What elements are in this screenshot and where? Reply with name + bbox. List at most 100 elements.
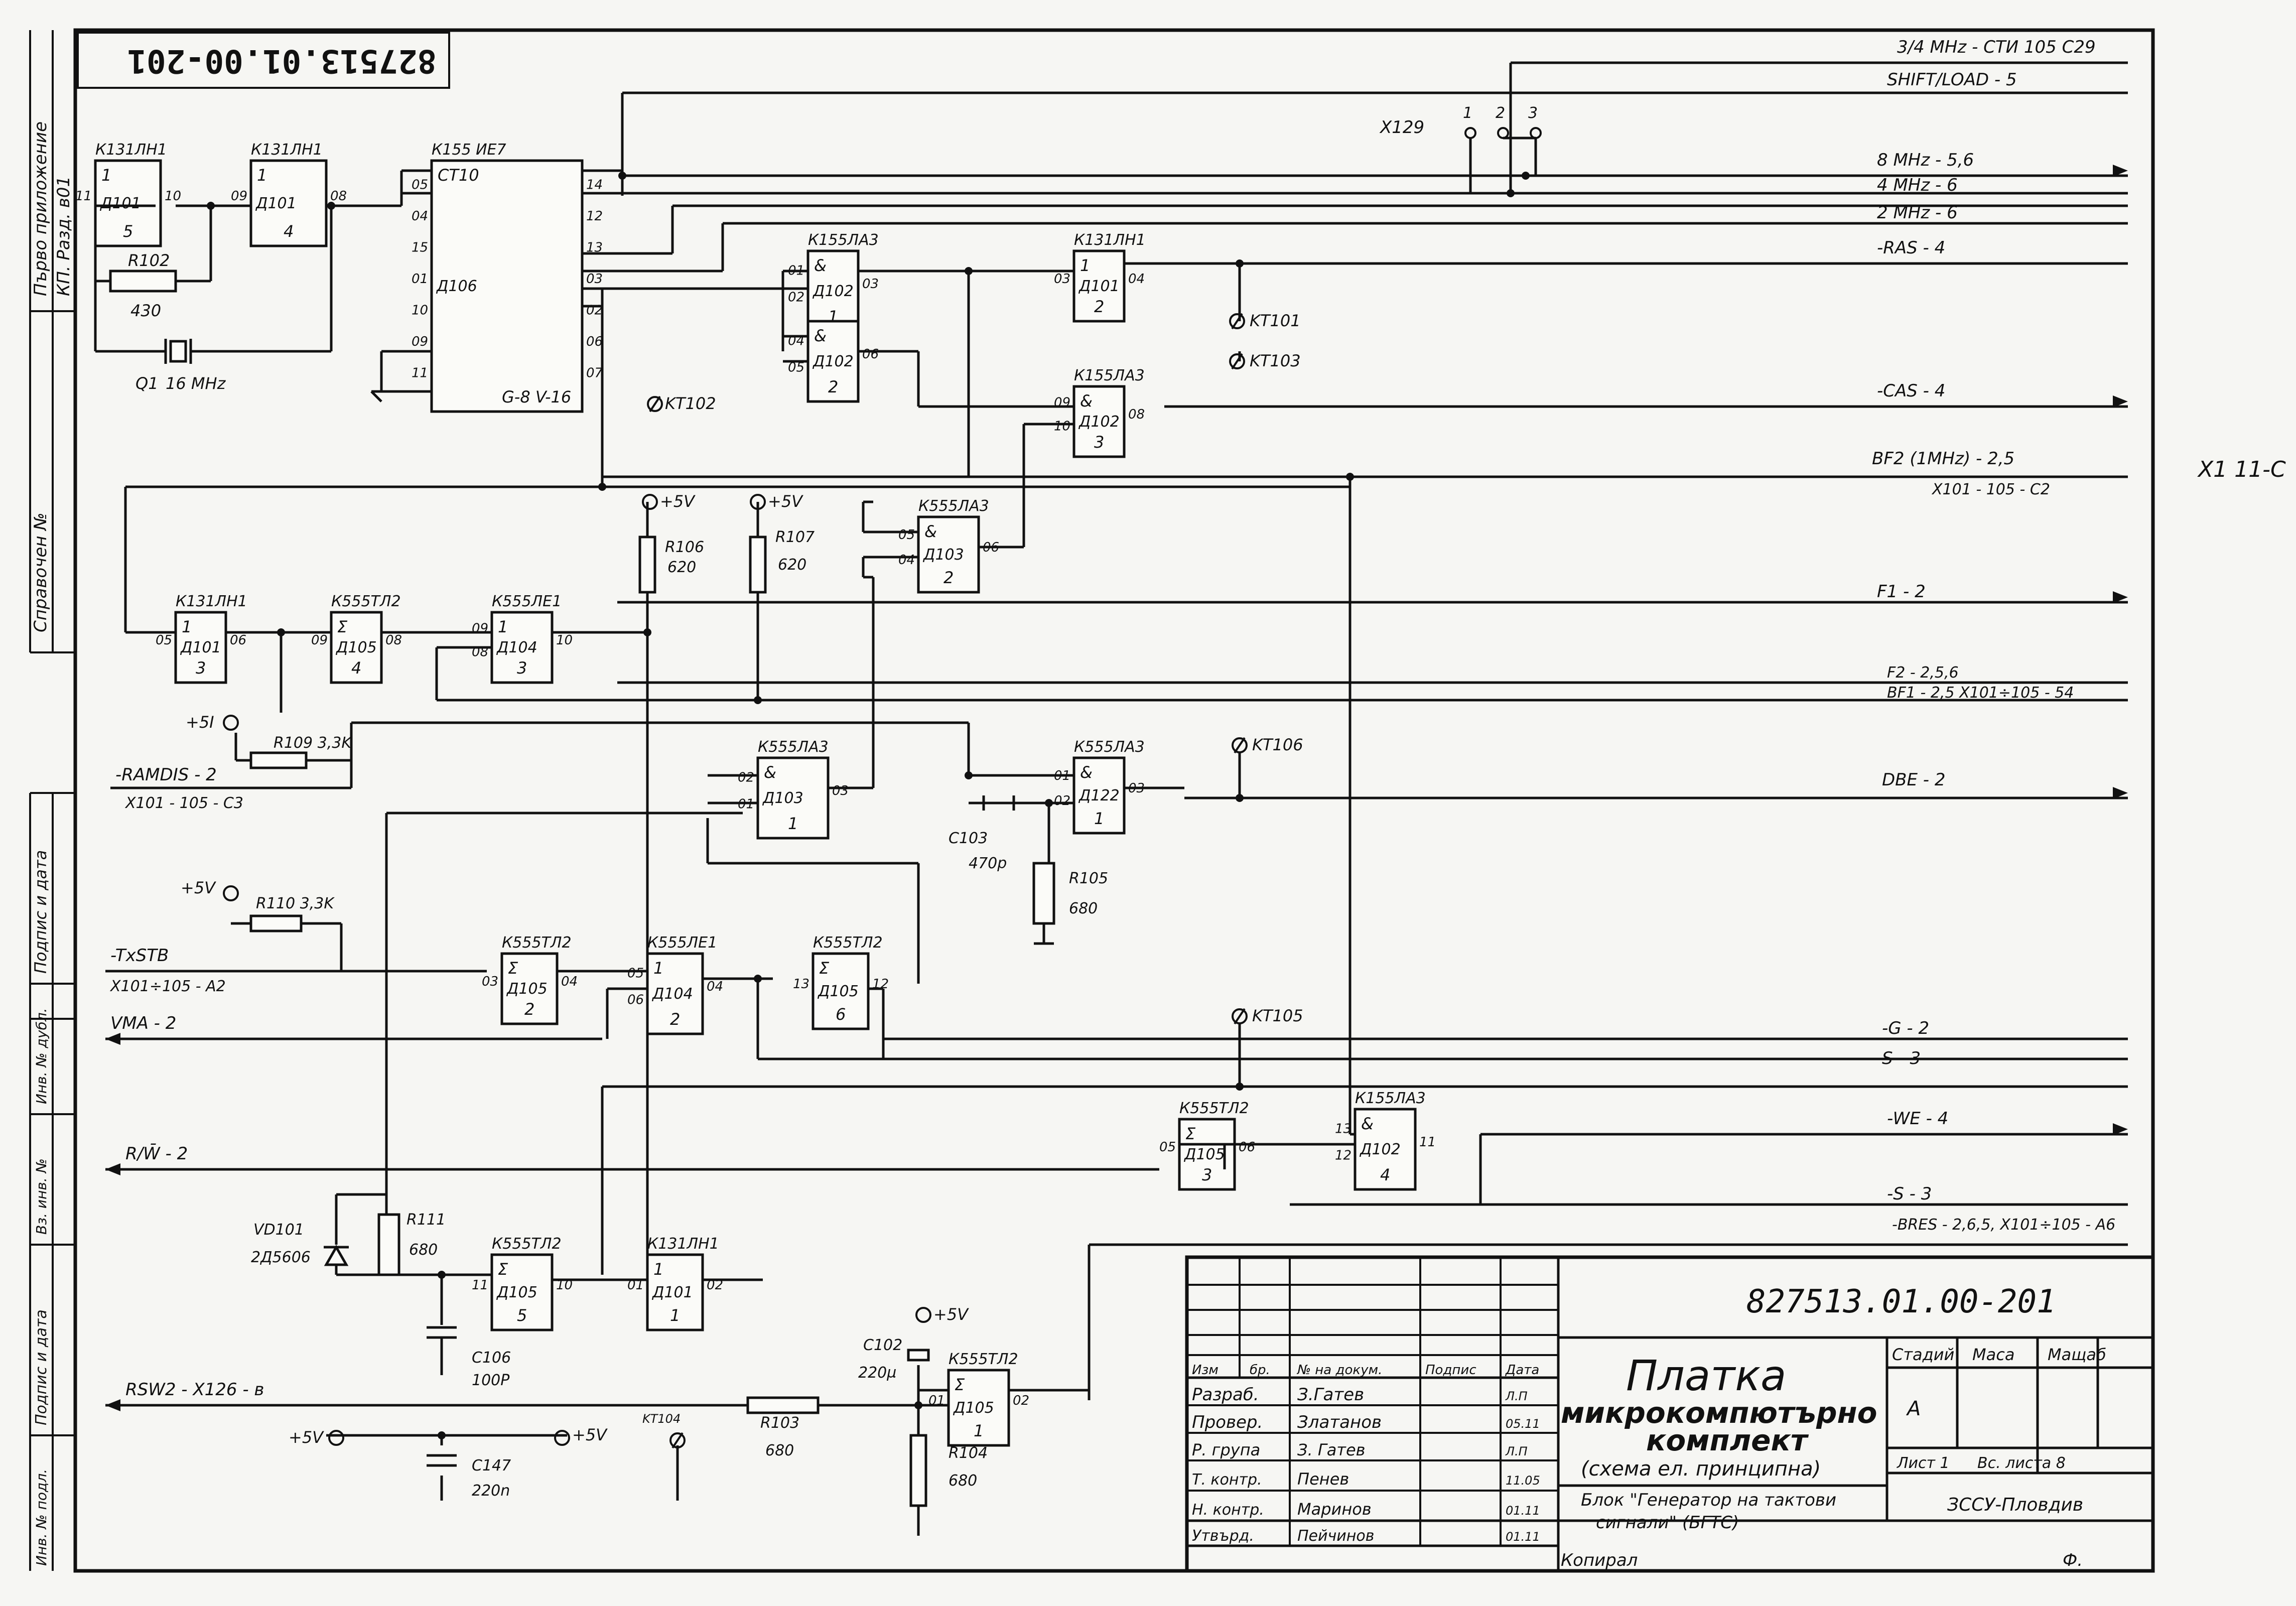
r102-label: R102 bbox=[128, 251, 170, 270]
r104-value: 680 bbox=[949, 1472, 977, 1490]
gate-number: 3 bbox=[517, 658, 527, 678]
gate-ref: Д105 bbox=[496, 1284, 537, 1301]
sig-label: X101 - 105 - C2 bbox=[1931, 481, 2050, 498]
connector-pin: 2 bbox=[1496, 104, 1505, 122]
pin-number: 02 bbox=[1013, 1393, 1029, 1408]
sig-label: -TxSTB bbox=[110, 946, 169, 966]
pin-number: 11 bbox=[75, 189, 92, 204]
gate-type: К131ЛН1 bbox=[647, 1235, 719, 1253]
sig-label: 2 MHz - 6 bbox=[1877, 203, 1958, 223]
gate-ref: Д101 bbox=[180, 639, 221, 656]
resistor-r102 bbox=[109, 270, 177, 293]
pin-number: 10 bbox=[556, 633, 573, 648]
total-sheets: Вс. листа 8 bbox=[1977, 1454, 2066, 1472]
gate-type: К131ЛН1 bbox=[251, 141, 323, 159]
gate-body bbox=[917, 515, 980, 594]
gate-body bbox=[1072, 756, 1126, 835]
resistor-r109 bbox=[249, 751, 308, 769]
role-date: 01.11 bbox=[1506, 1504, 1540, 1518]
c102-value: 220µ bbox=[858, 1364, 896, 1382]
resistor-r110 bbox=[249, 914, 303, 932]
power-label: +5V bbox=[572, 1425, 608, 1444]
pin-number: 09 bbox=[231, 189, 247, 204]
pin-number: 05 bbox=[412, 178, 428, 193]
pin-number: 05 bbox=[788, 360, 804, 375]
gate-ref: Д122 bbox=[1078, 787, 1120, 805]
inv-dup-label: Инв. № дубл. bbox=[33, 1008, 50, 1104]
r105-label: R105 bbox=[1069, 870, 1108, 887]
resistor-r107 bbox=[749, 536, 767, 594]
block-line-2: сигнали" (БГТС) bbox=[1596, 1513, 1739, 1533]
junction-dots bbox=[207, 172, 1530, 1439]
pin-number: 05 bbox=[1159, 1140, 1176, 1155]
right-signal-labels: 3/4 MHz - СТИ 105 С29 SHIFT/LOAD - 5 8 M… bbox=[1872, 37, 2115, 1234]
title-line-4: (схема ел. принципна) bbox=[1581, 1457, 1821, 1481]
sig-label: RSW2 - X126 - в bbox=[125, 1380, 264, 1400]
pin-number: 10 bbox=[165, 189, 181, 204]
gate-type: К555ЛА3 bbox=[1074, 738, 1145, 756]
sig-label: X101 - 105 - C3 bbox=[124, 794, 243, 812]
inv-orig-label: Инв. № подл. bbox=[33, 1469, 50, 1566]
r103-label: R103 bbox=[760, 1414, 799, 1432]
gate-type: К131ЛН1 bbox=[1074, 231, 1146, 249]
pin-number: 07 bbox=[586, 366, 603, 381]
pin-number: 04 bbox=[561, 974, 578, 989]
gate-type: К131ЛН1 bbox=[95, 141, 167, 159]
vd101-value: 2Д5606 bbox=[251, 1249, 311, 1266]
gate-ref: Д104 bbox=[496, 639, 537, 656]
sig-label: VMA - 2 bbox=[110, 1013, 176, 1033]
role-label: Н. контр. bbox=[1192, 1501, 1264, 1519]
diode-vd101 bbox=[324, 1244, 349, 1266]
sig-label: R/W̄ - 2 bbox=[125, 1143, 188, 1164]
sig-label: BF1 - 2,5 X101÷105 - 54 bbox=[1887, 684, 2074, 702]
first-use-label: Първо приложение bbox=[31, 121, 51, 296]
passives: R102 430 Q1 16 MHz R106 620 R107 620 R10… bbox=[109, 251, 1108, 1507]
c106-value: 100P bbox=[472, 1372, 510, 1389]
sig-label: -RAS - 4 bbox=[1877, 238, 1945, 258]
gate-body bbox=[812, 952, 870, 1030]
pin-number: 02 bbox=[738, 770, 754, 785]
sig-label: F1 - 2 bbox=[1877, 582, 1926, 602]
interconnect-wiring bbox=[94, 169, 1482, 1536]
right-margin-note: X1 11-С bbox=[2197, 457, 2286, 482]
top-drawing-number: 827513.01.00-201 bbox=[127, 42, 437, 79]
power-label: +5V bbox=[289, 1428, 324, 1447]
pin-number: 06 bbox=[230, 633, 246, 648]
role-date: 01.11 bbox=[1506, 1530, 1540, 1544]
sig-label: 4 MHz - 6 bbox=[1877, 175, 1958, 195]
pin-number: 09 bbox=[472, 621, 488, 636]
role-label: Провер. bbox=[1192, 1412, 1263, 1432]
resistor-r103 bbox=[746, 1396, 820, 1414]
c102-label: C102 bbox=[863, 1336, 902, 1354]
gate-type: К555ЛЕ1 bbox=[492, 593, 562, 610]
c106-label: C106 bbox=[472, 1349, 511, 1367]
col-header: Изм bbox=[1192, 1363, 1219, 1378]
pin-number: 02 bbox=[788, 290, 804, 305]
gate-symbol: & bbox=[1361, 1114, 1374, 1133]
gate-symbol: СТ10 bbox=[438, 166, 479, 185]
title-line-3: комплект bbox=[1646, 1423, 1809, 1457]
pin-number: 01 bbox=[412, 272, 428, 287]
gate-body bbox=[1354, 1108, 1417, 1191]
role-name: Златанов bbox=[1297, 1412, 1382, 1432]
pin-number: 03 bbox=[1054, 272, 1070, 287]
title-block: Изм бр. № на докум. Подпис Дата Разраб. … bbox=[1185, 1255, 2155, 1573]
pin-number: 05 bbox=[898, 527, 915, 543]
gate-symbol: 1 bbox=[653, 959, 663, 978]
pin-number: 11 bbox=[1419, 1135, 1436, 1150]
gate-ref: Д101 bbox=[1078, 278, 1120, 295]
gate-symbol: Ʃ bbox=[1185, 1124, 1196, 1143]
gate-number: 1 bbox=[788, 814, 798, 833]
gate-ref: Д105 bbox=[1183, 1146, 1225, 1163]
gate-symbol: Ʃ bbox=[508, 959, 518, 978]
resistor-r104 bbox=[909, 1434, 927, 1507]
gate-ref: Д102 bbox=[1359, 1141, 1401, 1158]
gate-body bbox=[1072, 249, 1126, 323]
sig-label: SHIFT/LOAD - 5 bbox=[1887, 70, 2017, 90]
